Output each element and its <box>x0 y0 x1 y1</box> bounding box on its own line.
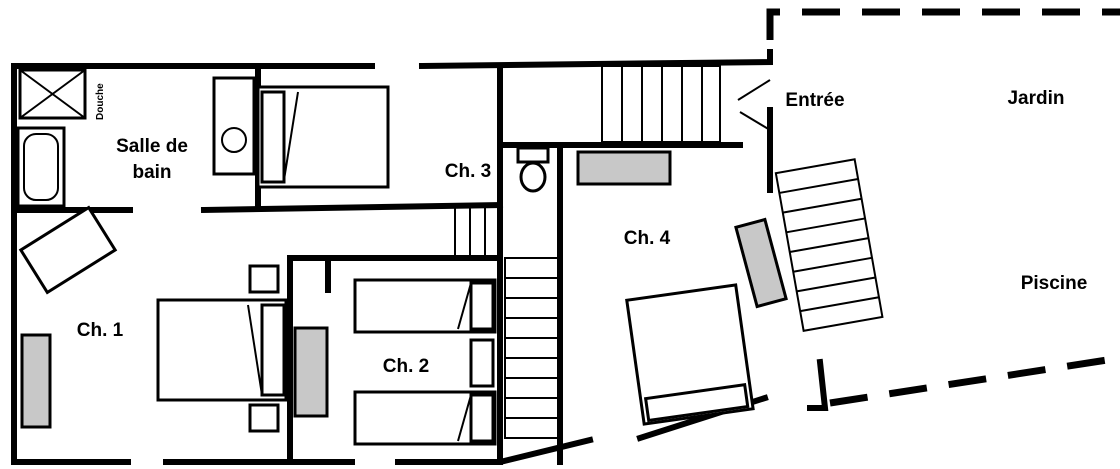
bathtub <box>16 126 66 208</box>
wardrobe-ch4 <box>576 150 672 186</box>
desk <box>18 205 118 295</box>
bed-ch2-bottom <box>353 390 497 446</box>
wardrobe-ch1 <box>20 333 52 429</box>
bed-ch3 <box>256 85 390 189</box>
sink <box>212 76 256 176</box>
shower <box>18 68 87 120</box>
label-ch3: Ch. 3 <box>445 161 491 182</box>
label-jardin: Jardin <box>1007 88 1064 109</box>
bed-ch1 <box>156 298 288 402</box>
garden-boundary <box>766 8 1120 407</box>
staircase-middle <box>454 206 561 439</box>
label-ch4: Ch. 4 <box>624 228 671 249</box>
sofa-entree <box>734 217 788 309</box>
nightstand <box>469 338 495 388</box>
nightstand <box>248 264 280 294</box>
label-piscine: Piscine <box>1021 273 1088 294</box>
label-ch2: Ch. 2 <box>383 356 429 377</box>
staircase-top <box>601 65 721 143</box>
label-salle-de-bain-2: bain <box>132 162 171 183</box>
staircase-exterior <box>774 158 884 332</box>
bed-ch4 <box>625 283 755 426</box>
bed-ch2-top <box>353 278 497 334</box>
wardrobe-ch2 <box>293 326 329 418</box>
label-entree: Entrée <box>785 90 844 111</box>
label-salle-de-bain-1: Salle de <box>116 136 188 157</box>
nightstand <box>248 403 280 433</box>
toilet <box>516 146 550 193</box>
label-douche: Douche <box>95 83 106 120</box>
label-ch1: Ch. 1 <box>77 320 124 341</box>
